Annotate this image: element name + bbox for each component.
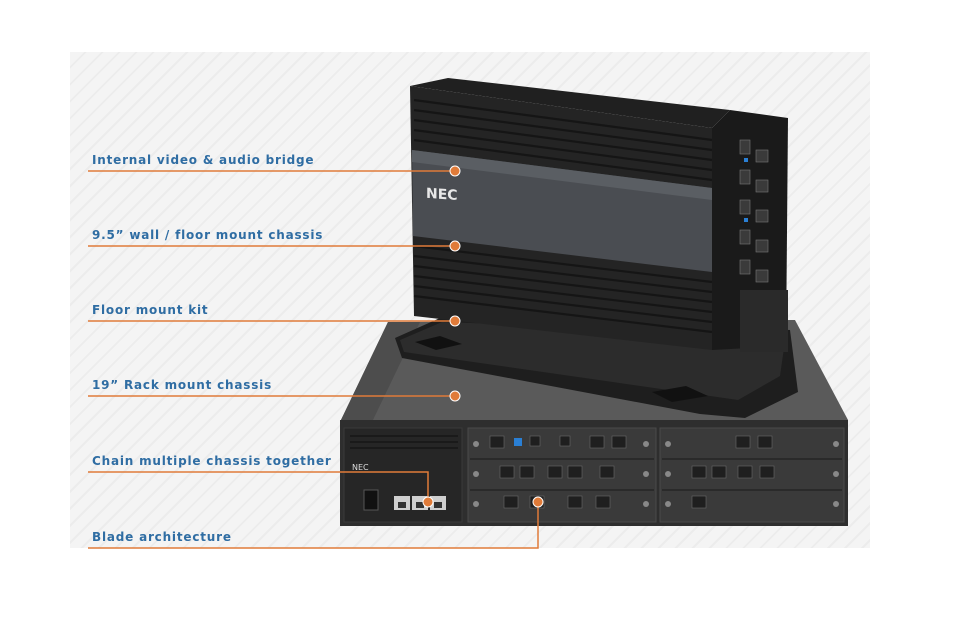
chassis-nec-logo: NEC xyxy=(426,186,458,204)
callout-chain-chassis: Chain multiple chassis together xyxy=(92,454,332,468)
blade-screws xyxy=(473,441,839,507)
stand-cutout-left xyxy=(415,336,462,350)
power-switch xyxy=(363,489,379,511)
callout-rack-mount-chassis: 19” Rack mount chassis xyxy=(92,378,273,392)
side-io-ports xyxy=(739,139,769,283)
blade-ports xyxy=(489,435,775,509)
side-io-leds xyxy=(744,158,748,222)
blade-leds xyxy=(514,438,522,446)
side-foot-bracket xyxy=(740,290,788,352)
rack-vent-slots xyxy=(350,435,458,449)
blade-rows xyxy=(470,458,842,491)
callout-blade-architecture: Blade architecture xyxy=(92,530,232,544)
wall-chassis-top xyxy=(410,78,730,128)
callout-floor-mount-kit: Floor mount kit xyxy=(92,303,209,317)
callout-lines xyxy=(88,170,539,549)
chassis-vent-lines xyxy=(413,98,713,334)
callout-dots xyxy=(422,165,544,508)
chain-ports xyxy=(394,496,446,510)
chassis-glass-highlight xyxy=(412,150,712,200)
rack-nec-logo: NEC xyxy=(352,463,369,472)
callout-wall-floor-chassis: 9.5” wall / floor mount chassis xyxy=(92,228,324,242)
stand-cutout-right xyxy=(652,386,708,402)
callout-video-audio-bridge: Internal video & audio bridge xyxy=(92,153,315,167)
